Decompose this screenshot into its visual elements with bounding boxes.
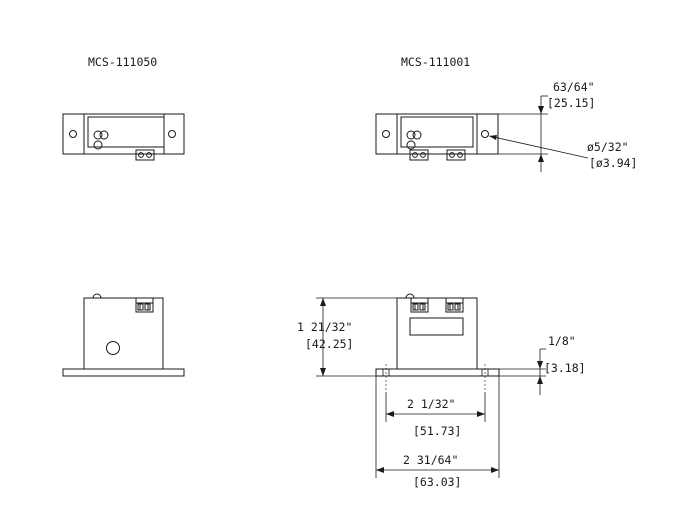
dimension-hole-diameter: ø5/32" [ø3.94] — [488, 135, 637, 170]
top-view-mcs-111001 — [375, 113, 499, 161]
dimension-height-top: 63/64" [25.15] — [498, 80, 595, 172]
front-view-mcs-111050 — [62, 293, 185, 377]
dimension-overall-length: 2 31/64" [63.03] — [375, 376, 500, 489]
dim-flange-inch: 1/8" — [548, 334, 576, 348]
dim-hole-spacing-inch: 2 1/32" — [407, 397, 455, 411]
model-label-mcs-111050: MCS-111050 — [88, 55, 157, 69]
dimension-flange-thickness: 1/8" [3.18] — [499, 334, 586, 395]
dim-height-top-inch: 63/64" — [553, 80, 595, 94]
dim-body-height-inch: 1 21/32" — [297, 320, 352, 334]
front-view-mcs-111001 — [375, 293, 500, 392]
top-view-mcs-111050 — [62, 113, 185, 161]
dim-hole-spacing-mm: [51.73] — [413, 424, 461, 438]
model-label-mcs-111001: MCS-111001 — [401, 55, 470, 69]
dim-body-height-mm: [42.25] — [305, 337, 353, 351]
dim-height-top-mm: [25.15] — [547, 96, 595, 110]
dim-flange-mm: [3.18] — [544, 361, 586, 375]
dim-hole-dia-inch: ø5/32" — [587, 140, 629, 154]
dim-overall-length-inch: 2 31/64" — [403, 453, 458, 467]
dimension-body-height: 1 21/32" [42.25] — [297, 297, 397, 377]
dimension-hole-spacing: 2 1/32" [51.73] — [385, 392, 486, 438]
dim-overall-length-mm: [63.03] — [413, 475, 461, 489]
dim-hole-dia-mm: [ø3.94] — [589, 156, 637, 170]
